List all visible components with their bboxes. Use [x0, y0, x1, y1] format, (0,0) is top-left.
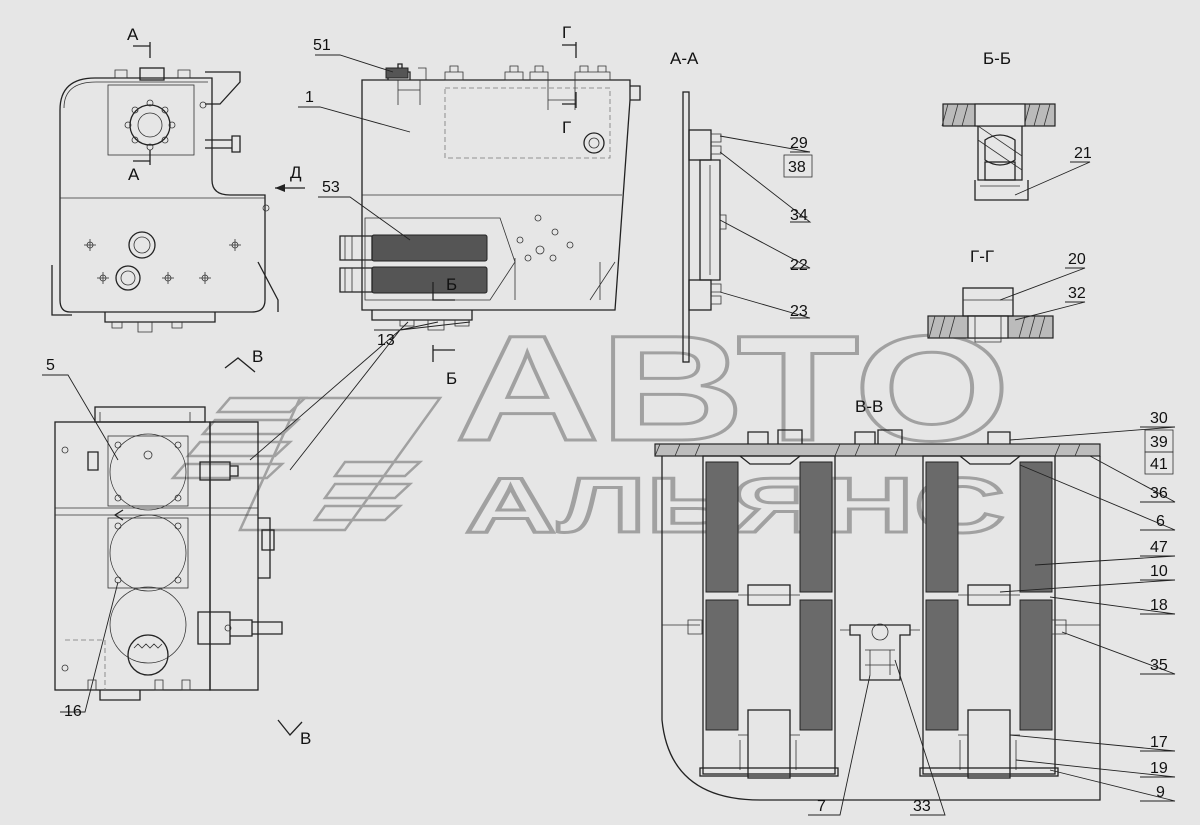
section-bb-title: Б-Б: [983, 49, 1011, 68]
section-d-arrow: Д: [290, 163, 302, 182]
label-38: 38: [788, 159, 806, 176]
label-9: 9: [1156, 784, 1165, 801]
label-23: 23: [790, 303, 808, 320]
section-vv-title: В-В: [855, 397, 883, 416]
label-39: 39: [1150, 434, 1168, 451]
label-29: 29: [790, 135, 808, 152]
label-47: 47: [1150, 539, 1168, 556]
label-41: 41: [1150, 456, 1168, 473]
section-b-low: Б: [446, 369, 457, 388]
label-38-box: [783, 154, 813, 178]
label-41-box: [1144, 451, 1174, 475]
label-6: 6: [1156, 513, 1165, 530]
label-20: 20: [1068, 251, 1086, 268]
watermark: АВТО АЛЬЯНС: [170, 303, 1012, 551]
tank-side-view: А А Д: [51, 25, 305, 333]
section-a-bottom: А: [128, 165, 140, 184]
label-19: 19: [1150, 760, 1168, 777]
label-17: 17: [1150, 734, 1168, 751]
label-30: 30: [1150, 410, 1168, 427]
label-7: 7: [817, 798, 826, 815]
label-51: 51: [313, 37, 331, 54]
section-gg-title: Г-Г: [970, 247, 994, 266]
filter-element-upper: [371, 234, 488, 262]
section-vv-view: В-В: [654, 397, 1101, 801]
label-18: 18: [1150, 597, 1168, 614]
label-32: 32: [1068, 285, 1086, 302]
watermark-logo-stripes: [170, 396, 443, 532]
section-g-mid: Г: [562, 118, 571, 137]
filter-element-lower: [371, 266, 488, 294]
section-g-top: Г: [562, 23, 571, 42]
label-36: 36: [1150, 485, 1168, 502]
section-gg-view: Г-Г: [927, 247, 1054, 343]
section-aa-title: А-А: [670, 49, 699, 68]
label-22: 22: [790, 257, 808, 274]
label-1: 1: [305, 89, 314, 106]
label-34: 34: [790, 207, 808, 224]
tank-front-view: Г Г Б Б: [339, 23, 641, 388]
label-5: 5: [46, 357, 55, 374]
leader-lines: [42, 54, 1176, 816]
part-labels: 51 1 53 13 5 16 29 38 34 22 23 21 20 32 …: [46, 37, 1174, 815]
section-v-bottom: В: [300, 729, 311, 748]
label-10: 10: [1150, 563, 1168, 580]
label-21: 21: [1074, 145, 1092, 162]
label-53: 53: [322, 179, 340, 196]
label-13: 13: [377, 332, 395, 349]
section-a-top: А: [127, 25, 139, 44]
section-v-top: В: [252, 347, 263, 366]
label-35: 35: [1150, 657, 1168, 674]
tank-plan-view: В В: [54, 347, 311, 748]
section-b-mid: Б: [446, 275, 457, 294]
label-16: 16: [64, 703, 82, 720]
section-bb-view: Б-Б: [941, 49, 1056, 201]
label-33: 33: [913, 798, 931, 815]
